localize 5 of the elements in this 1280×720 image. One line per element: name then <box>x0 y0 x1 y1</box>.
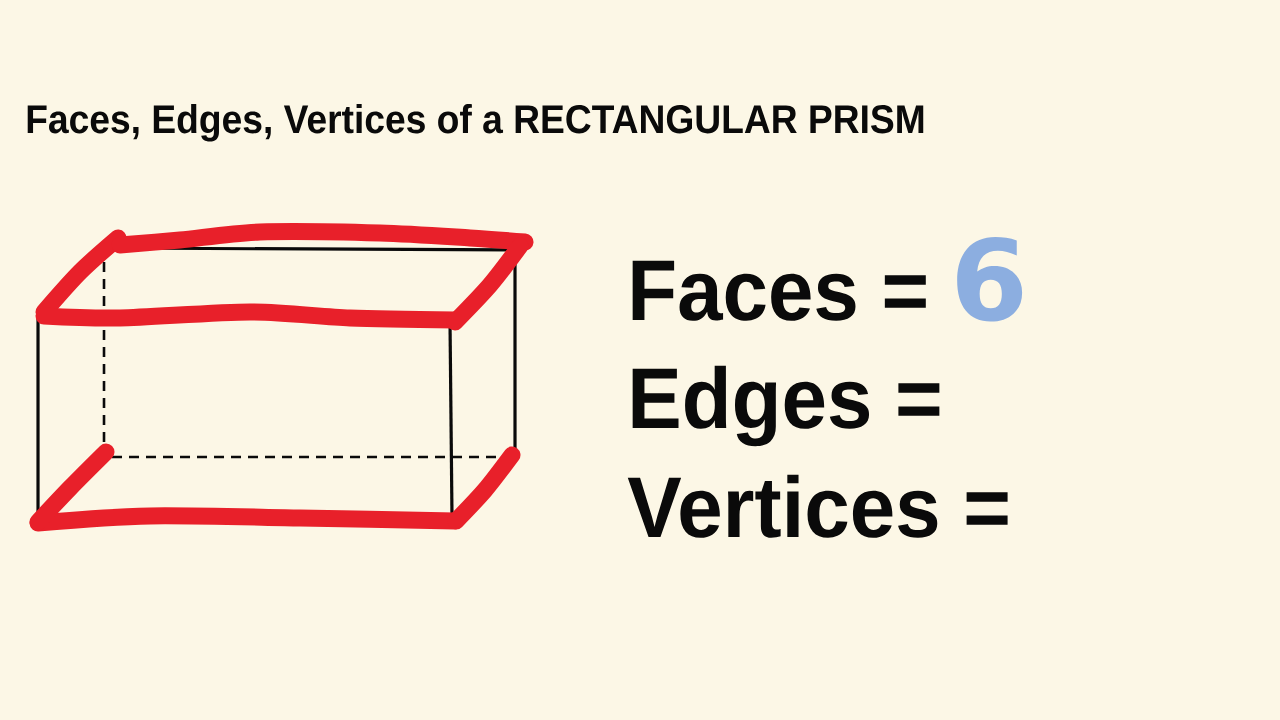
count-label: Vertices = <box>627 474 1008 538</box>
title: Faces, Edges, Vertices of a RECTANGULAR PRISM <box>27 104 924 142</box>
count-label: Faces = <box>632 260 926 321</box>
count-label: Edges = <box>632 365 940 447</box>
handwritten-answer: 6 <box>957 237 1023 322</box>
